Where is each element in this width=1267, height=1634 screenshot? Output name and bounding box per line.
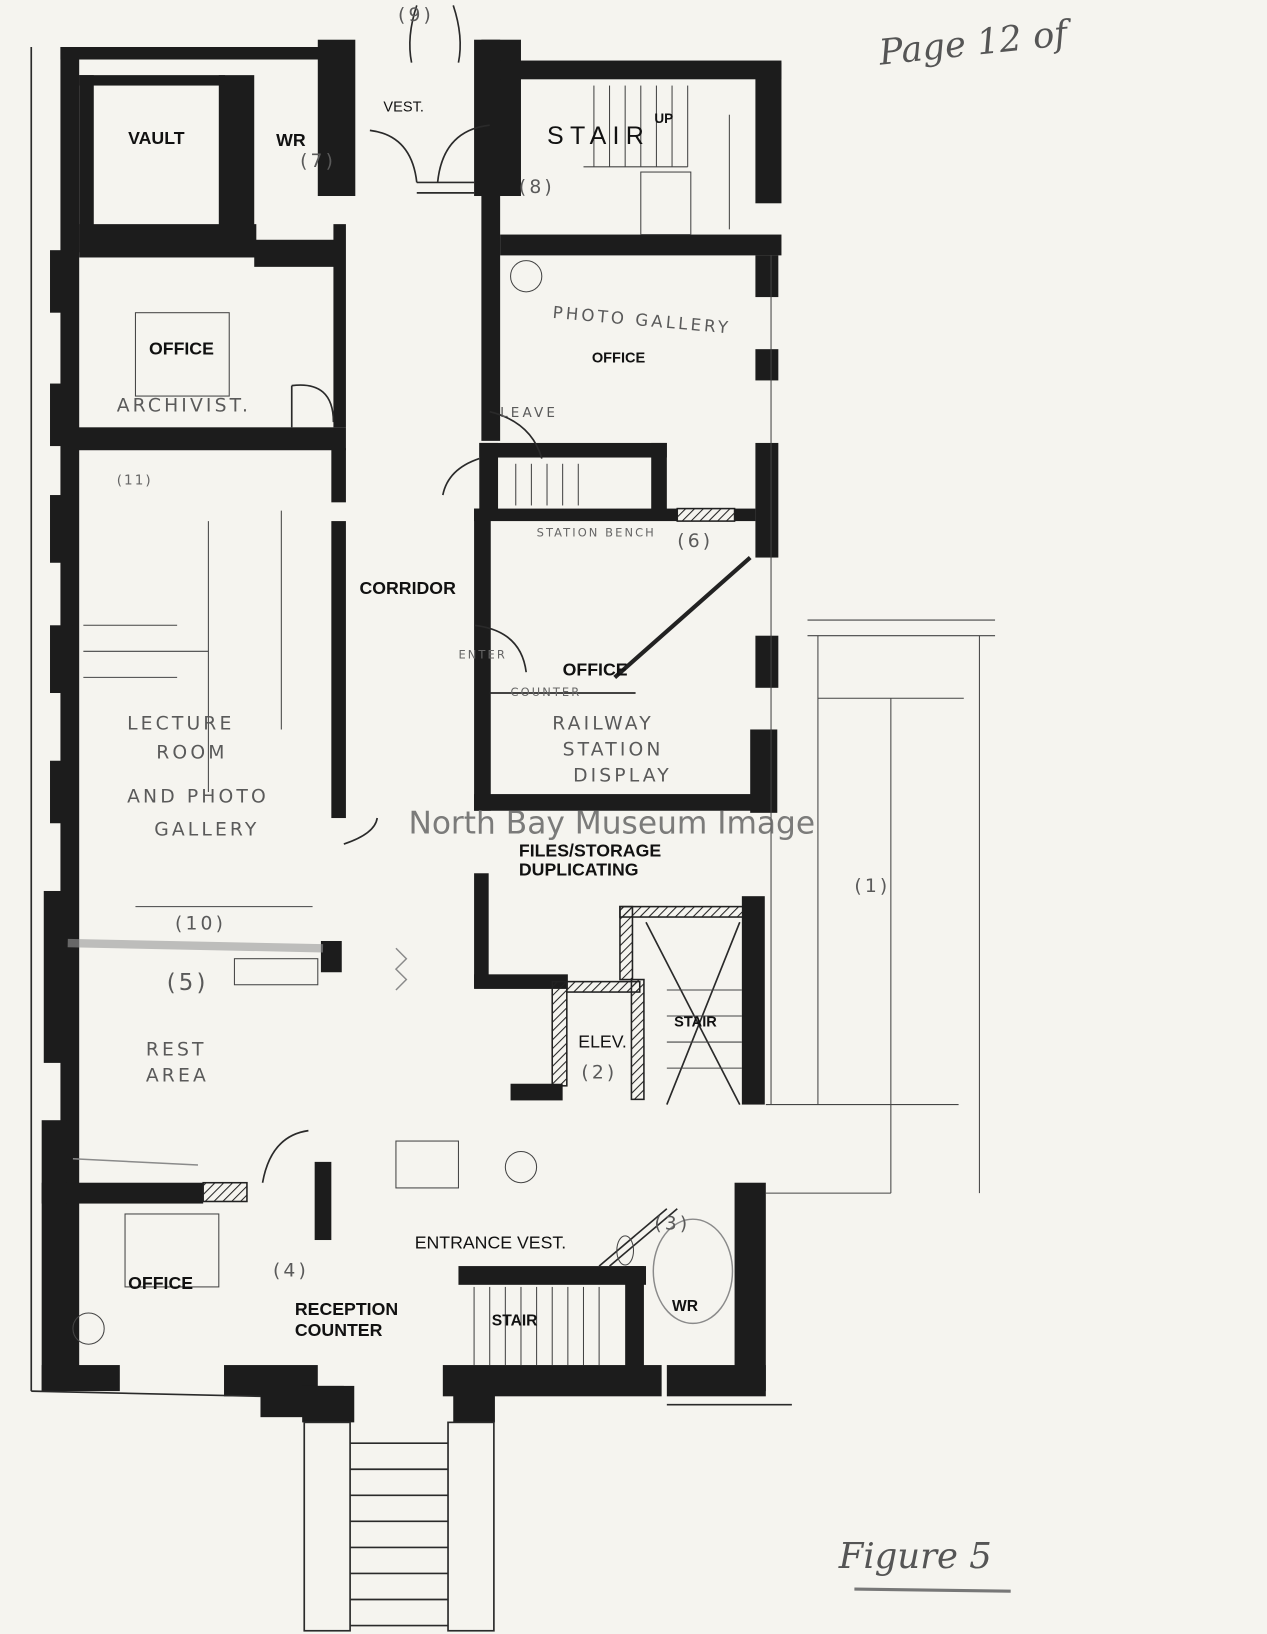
marker-1: (1) (854, 876, 890, 897)
marker-4: (4) (273, 1260, 309, 1281)
note-rest-1: REST (146, 1040, 207, 1061)
note-railway-2: STATION (563, 740, 664, 761)
note-lecture-1: LECTURE (127, 713, 234, 734)
note-archivist: ARCHIVIST. (117, 396, 251, 417)
marker-2: (2) (581, 1063, 617, 1084)
label-stair-up: UP (654, 111, 673, 126)
label-reception-2: COUNTER (295, 1320, 383, 1340)
label-stair-mid: STAIR (674, 1014, 717, 1030)
marker-9: (9) (398, 5, 434, 26)
marker-11: (11) (117, 473, 153, 489)
entrance-steps (303, 1421, 495, 1632)
label-office-archivist: OFFICE (149, 338, 214, 358)
note-railway-3: DISPLAY (573, 766, 672, 787)
watermark: North Bay Museum Image (408, 806, 815, 842)
railway-platform-outline (765, 255, 996, 1194)
label-stair-bottom: STAIR (492, 1312, 538, 1329)
note-photo-gallery: PHOTO GALLERY (552, 303, 732, 338)
label-elev: ELEV. (578, 1031, 627, 1051)
walls (30, 39, 792, 1423)
marker-7: (7) (300, 151, 336, 172)
label-vault: VAULT (128, 128, 185, 148)
note-station-bench: STATION BENCH (537, 526, 656, 540)
note-enter: ENTER (458, 648, 506, 662)
room-labels: VAULT WR VEST. STAIR UP OFFICE OFFICE CO… (128, 100, 717, 1340)
doors-and-fixtures (67, 5, 996, 1632)
stair-treads-top (583, 85, 730, 236)
note-counter: COUNTER (511, 685, 582, 699)
note-lecture-3: AND PHOTO (127, 786, 269, 807)
note-rest-2: AREA (146, 1066, 209, 1087)
label-stair-top: STAIR (547, 122, 650, 150)
label-wr-bottom: WR (672, 1298, 698, 1315)
page-note: Page 12 of (876, 13, 1075, 74)
label-files: FILES/STORAGE (519, 841, 661, 861)
stair-treads-small (515, 463, 579, 506)
handwritten-annotations: ARCHIVIST. PHOTO GALLERY LEAVE STATION B… (117, 5, 1075, 1593)
label-reception-1: RECEPTION (295, 1299, 398, 1319)
label-wr-top: WR (276, 130, 306, 150)
label-entrance-vest: ENTRANCE VEST. (415, 1232, 567, 1252)
label-railway-office: OFFICE (563, 659, 628, 679)
label-office-bottom: OFFICE (128, 1273, 193, 1293)
label-vest: VEST. (383, 100, 424, 116)
note-lecture-4: GALLERY (154, 820, 259, 841)
label-photo-office: OFFICE (592, 351, 646, 367)
label-duplicating: DUPLICATING (519, 859, 639, 879)
marker-5: (5) (167, 970, 209, 996)
stair-treads-entrance (473, 1286, 600, 1366)
furniture-lecture (72, 260, 543, 1345)
marker-10: (10) (175, 914, 226, 935)
note-leave: LEAVE (500, 405, 558, 421)
label-corridor: CORRIDOR (359, 578, 456, 598)
marker-3: (3) (654, 1214, 690, 1235)
note-railway-1: RAILWAY (552, 713, 654, 734)
figure-label: Figure 5 (838, 1536, 992, 1577)
marker-6: (6) (677, 531, 713, 552)
marker-8: (8) (519, 177, 555, 198)
note-lecture-2: ROOM (156, 743, 227, 764)
